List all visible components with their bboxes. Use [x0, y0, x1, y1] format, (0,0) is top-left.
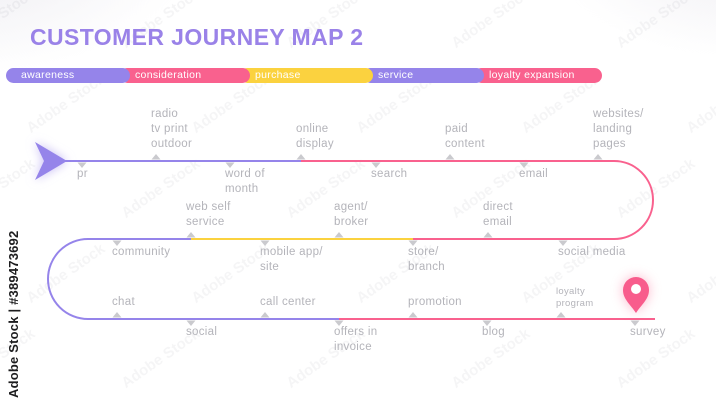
- touchpoint-marker-agent-broker: [334, 232, 344, 238]
- touchpoint-marker-call-center: [260, 312, 270, 318]
- legend-item-consideration: consideration: [120, 68, 250, 83]
- legend-item-loyalty-expansion: loyalty expansion: [474, 68, 602, 83]
- journey-path-consideration: [301, 160, 654, 240]
- touchpoint-marker-web-self-service: [186, 232, 196, 238]
- touchpoint-marker-direct-email: [483, 232, 493, 238]
- touchpoint-marker-social-media: [558, 240, 568, 246]
- touchpoint-label-social: social: [186, 326, 218, 338]
- touchpoint-marker-paid-content: [445, 154, 455, 160]
- legend-label: loyalty expansion: [489, 69, 575, 81]
- touchpoint-marker-email: [519, 162, 529, 168]
- touchpoint-label-community: community: [112, 246, 171, 258]
- touchpoint-marker-group: [77, 154, 640, 326]
- legend-label: awareness: [21, 69, 75, 81]
- touchpoint-marker-store-branch: [408, 240, 418, 246]
- touchpoint-label-blog: blog: [482, 326, 505, 338]
- touchpoint-label-promotion: promotion: [408, 296, 462, 308]
- journey-path-service: [47, 238, 339, 320]
- touchpoint-marker-promotion: [408, 312, 418, 318]
- touchpoint-label-pr: pr: [77, 168, 88, 180]
- location-pin-icon: [623, 277, 649, 313]
- journey-path-group: [47, 160, 655, 320]
- start-arrow-icon: [35, 142, 67, 180]
- touchpoint-label-store-branch: store/branch: [408, 246, 445, 273]
- touchpoint-marker-chat: [112, 312, 122, 318]
- touchpoint-marker-offers-in-invoice: [334, 320, 344, 326]
- legend-bar: awareness consideration purchase service loy…: [0, 68, 716, 83]
- touchpoint-marker-survey: [630, 320, 640, 326]
- touchpoint-label-search: search: [371, 168, 408, 180]
- touchpoint-label-chat: chat: [112, 296, 135, 308]
- legend-label: consideration: [135, 69, 202, 81]
- touchpoint-marker-websites-landing-pages: [593, 154, 603, 160]
- legend-item-purchase: purchase: [240, 68, 373, 83]
- touchpoint-marker-mobile-app-site: [260, 240, 270, 246]
- touchpoint-marker-community: [112, 240, 122, 246]
- touchpoint-label-agent-broker: agent/broker: [334, 201, 369, 228]
- touchpoint-label-email: email: [519, 168, 548, 180]
- legend-item-service: service: [363, 68, 484, 83]
- touchpoint-marker-word-of-month: [225, 162, 235, 168]
- touchpoint-label-mobile-app-site: mobile app/site: [260, 246, 323, 273]
- legend-label: purchase: [255, 69, 301, 81]
- touchpoint-marker-search: [371, 162, 381, 168]
- touchpoint-label-survey: survey: [630, 326, 666, 338]
- legend-item-awareness: awareness: [6, 68, 130, 83]
- touchpoint-marker-social: [186, 320, 196, 326]
- legend-label: service: [378, 69, 414, 81]
- touchpoint-marker-blog: [482, 320, 492, 326]
- touchpoint-label-call-center: call center: [260, 296, 316, 308]
- touchpoint-label-social-media: social media: [558, 246, 626, 258]
- touchpoint-marker-loyalty-program: [556, 312, 566, 318]
- touchpoint-marker-radio-tv-print-outdoor: [151, 154, 161, 160]
- touchpoint-marker-pr: [77, 162, 87, 168]
- touchpoint-marker-online-display: [296, 154, 306, 160]
- page-title: CUSTOMER JOURNEY MAP 2: [30, 24, 364, 50]
